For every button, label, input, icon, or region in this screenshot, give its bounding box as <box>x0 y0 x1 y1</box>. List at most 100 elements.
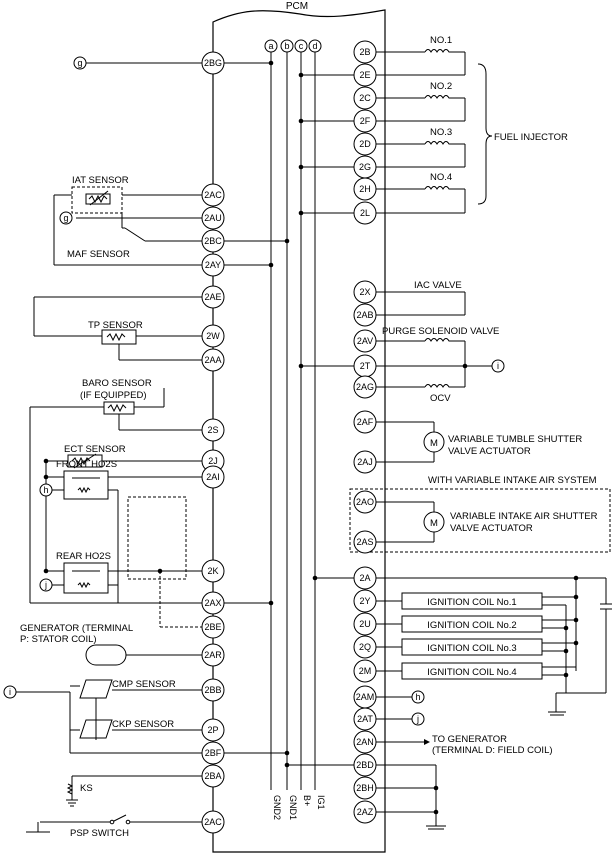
iac-valve-label: IAC VALVE <box>414 280 462 291</box>
pin-label: 2M <box>359 666 372 676</box>
pin-right-2f-3: 2F <box>353 109 377 133</box>
ignition-coil-2: IGNITION COIL No.2 <box>427 620 516 631</box>
bus-name-ig1: IG1 <box>316 795 326 810</box>
pin-label: 2E <box>359 70 370 80</box>
pin-left-2ae-5: 2AE <box>201 285 225 309</box>
baro-sensor-label: BARO SENSOR <box>82 378 152 389</box>
pin-right-2x-8: 2X <box>353 280 377 304</box>
internal-buses <box>213 52 365 790</box>
pin-label: 2BH <box>356 783 374 793</box>
pin-left-2ax-12: 2AX <box>201 591 225 615</box>
pin-right-2at-23: 2AT <box>353 707 377 731</box>
pin-label: 2AI <box>206 472 220 482</box>
vias-label-2: VALVE ACTUATOR <box>450 523 533 534</box>
pin-right-2af-13: 2AF <box>353 410 377 434</box>
connector-h-left: h <box>39 483 60 497</box>
pin-label: 2X <box>359 287 370 297</box>
ocv-label: OCV <box>430 393 451 404</box>
connector-j-right: j <box>411 712 425 726</box>
pin-left-2au-2: 2AU <box>201 206 225 230</box>
pin-label: 2J <box>208 456 218 466</box>
bus-letter-b: b <box>280 39 294 53</box>
svg-text:c: c <box>299 41 304 51</box>
vias-label-1: VARIABLE INTAKE AIR SHUTTER <box>450 511 598 522</box>
pin-label: 2BE <box>204 622 221 632</box>
pin-left-2s-8: 2S <box>201 418 225 442</box>
pin-label: 2D <box>359 139 371 149</box>
pcm-outline <box>212 9 386 853</box>
pin-right-2bh-26: 2BH <box>353 776 377 800</box>
bus-name-b-plus: B+ <box>302 795 312 806</box>
ect-sensor-label: ECT SENSOR <box>64 444 126 455</box>
pin-right-2l-7: 2L <box>353 201 377 225</box>
injector-no1-label: NO.1 <box>430 35 452 46</box>
pin-label: 2BD <box>356 760 374 770</box>
svg-text:i: i <box>497 361 499 371</box>
pin-right-2an-24: 2AN <box>353 730 377 754</box>
pin-left-2w-6: 2W <box>201 324 225 348</box>
pin-label: 2AB <box>356 310 373 320</box>
pin-right-2ao-15: 2AO <box>353 490 377 514</box>
pin-label: 2AX <box>204 598 221 608</box>
pin-left-2bb-15: 2BB <box>201 678 225 702</box>
pin-label: 2BB <box>204 685 221 695</box>
pin-right-2t-11: 2T <box>353 354 377 378</box>
connector-i-right: i <box>491 359 505 373</box>
pin-right-2bd-25: 2BD <box>353 753 377 777</box>
pin-label: 2AO <box>356 497 374 507</box>
motor-symbol-vias: M <box>430 518 438 529</box>
right-pin-group: 2B2E2C2F2D2G2H2L2X2AB2AV2T2AG2AF2AJ2AO2A… <box>353 40 377 824</box>
pin-right-2m-21: 2M <box>353 659 377 683</box>
generator-label-2: P: STATOR COIL) <box>20 634 97 645</box>
pin-right-2u-19: 2U <box>353 612 377 636</box>
pin-left-2bf-17: 2BF <box>201 741 225 765</box>
pin-label: 2F <box>360 116 371 126</box>
injector-no2-label: NO.2 <box>430 81 452 92</box>
pin-right-2b-0: 2B <box>353 40 377 64</box>
pin-label: 2BC <box>204 236 222 246</box>
svg-text:j: j <box>44 580 47 590</box>
to-generator-label-2: (TERMINAL D: FIELD COIL) <box>432 745 553 756</box>
pin-label: 2AF <box>357 417 374 427</box>
injector-no3-label: NO.3 <box>430 127 452 138</box>
pin-left-2ar-14: 2AR <box>201 643 225 667</box>
pin-label: 2BA <box>204 771 221 781</box>
pin-label: 2U <box>359 619 371 629</box>
psp-switch-label: PSP SWITCH <box>70 828 129 839</box>
pin-label: 2Y <box>359 596 370 606</box>
ignition-coil-3: IGNITION COIL No.3 <box>427 643 516 654</box>
bus-letter-c: c <box>294 39 308 53</box>
pin-right-2ab-9: 2AB <box>353 303 377 327</box>
fuel-injector-label: FUEL INJECTOR <box>494 132 568 143</box>
pin-label: 2BG <box>204 58 222 68</box>
pin-right-2am-22: 2AM <box>353 685 377 709</box>
pin-left-2aa-7: 2AA <box>201 348 225 372</box>
pin-label: 2BF <box>205 748 222 758</box>
pin-label: 2AE <box>204 292 221 302</box>
pin-label: 2P <box>207 725 218 735</box>
front-ho2s-label: FRONT HO2S <box>56 459 117 470</box>
pin-label: 2AC <box>204 190 222 200</box>
vts-label-1: VARIABLE TUMBLE SHUTTER <box>448 434 582 445</box>
purge-valve-label: PURGE SOLENOID VALVE <box>382 326 499 337</box>
pin-left-2ay-4: 2AY <box>201 253 225 277</box>
ignition-coil-1: IGNITION COIL No.1 <box>427 597 516 608</box>
pin-label: 2K <box>207 566 218 576</box>
pin-right-2aj-14: 2AJ <box>353 450 377 474</box>
right-wiring <box>349 49 612 830</box>
pin-label: 2AG <box>356 382 374 392</box>
svg-text:b: b <box>284 41 289 51</box>
pin-right-2a-17: 2A <box>353 566 377 590</box>
pin-left-2k-11: 2K <box>201 559 225 583</box>
ckp-sensor-label: CKP SENSOR <box>112 719 174 730</box>
motor-symbol-vts: M <box>430 438 438 449</box>
pin-label: 2S <box>207 425 218 435</box>
pin-label: 2AV <box>357 336 373 346</box>
pin-left-2ai-10: 2AI <box>201 465 225 489</box>
pin-label: 2AJ <box>357 457 373 467</box>
pin-left-2bg-0: 2BG <box>201 51 225 75</box>
pin-label: 2AR <box>204 650 222 660</box>
pin-left-2ba-18: 2BA <box>201 764 225 788</box>
connector-h-right: h <box>411 690 425 704</box>
pin-label: 2AT <box>357 714 373 724</box>
